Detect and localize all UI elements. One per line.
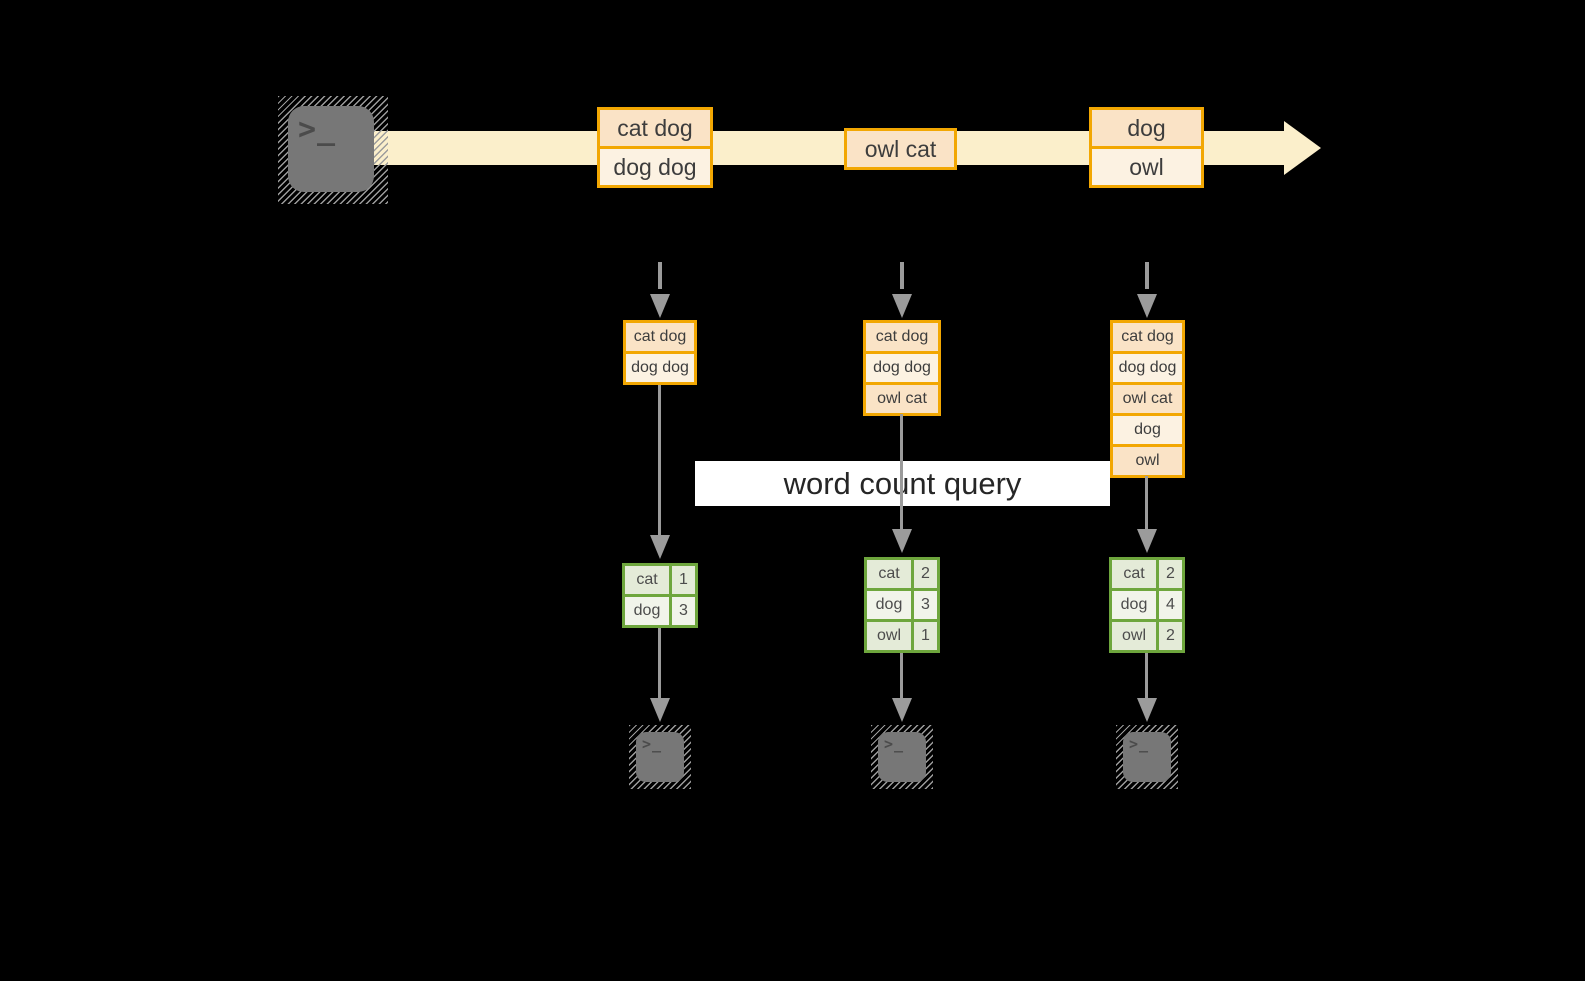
down-arrow-head	[1137, 529, 1157, 553]
down-arrow-line	[900, 653, 903, 700]
terminal-prompt-glyph: >_	[642, 735, 663, 753]
down-arrow-head	[650, 535, 670, 559]
dashed-arrow-segment	[900, 262, 904, 289]
count-table-1: cat 1 dog 3	[622, 563, 698, 628]
count-cell: 3	[672, 597, 695, 625]
event-line: owl cat	[847, 131, 954, 167]
state-row: owl cat	[1113, 385, 1182, 413]
state-stack-1: cat dog dog dog	[623, 320, 697, 385]
down-arrow-head	[1137, 698, 1157, 722]
count-cell: 1	[914, 622, 937, 650]
terminal-prompt-glyph: >_	[884, 735, 905, 753]
down-arrow-head	[892, 698, 912, 722]
state-row: dog dog	[1113, 354, 1182, 382]
state-stack-2: cat dog dog dog owl cat	[863, 320, 941, 416]
count-cell: 2	[914, 560, 937, 588]
state-row: dog dog	[866, 354, 938, 382]
down-arrow-line	[1145, 476, 1148, 531]
word-cell: cat	[867, 560, 911, 588]
stream-event-box-1: cat dog dog dog	[597, 107, 713, 188]
state-row: cat dog	[1113, 323, 1182, 351]
count-table-3: cat 2 dog 4 owl 2	[1109, 557, 1185, 653]
state-row: owl cat	[866, 385, 938, 413]
stream-event-box-3: dog owl	[1089, 107, 1204, 188]
word-cell: dog	[1112, 591, 1156, 619]
state-row: cat dog	[866, 323, 938, 351]
stream-arrow-head	[1284, 121, 1321, 175]
stream-event-box-2: owl cat	[844, 128, 957, 170]
state-row: dog	[1113, 416, 1182, 444]
count-cell: 1	[672, 566, 695, 594]
count-table-2: cat 2 dog 3 owl 1	[864, 557, 940, 653]
state-stack-3: cat dog dog dog owl cat dog owl	[1110, 320, 1185, 478]
event-line: dog dog	[600, 149, 710, 185]
down-arrow-line	[1145, 653, 1148, 700]
state-row: dog dog	[626, 354, 694, 382]
state-row: owl	[1113, 447, 1182, 475]
dashed-arrow-segment	[658, 262, 662, 289]
state-row: cat dog	[626, 323, 694, 351]
dashed-arrow-head	[1137, 294, 1157, 318]
word-cell: cat	[1112, 560, 1156, 588]
sink-terminal-icon-1: >_	[636, 732, 684, 782]
count-cell: 2	[1159, 622, 1182, 650]
event-line: owl	[1092, 149, 1201, 185]
sink-terminal-icon-3: >_	[1123, 732, 1171, 782]
word-cell: owl	[1112, 622, 1156, 650]
dashed-arrow-head	[650, 294, 670, 318]
down-arrow-head	[892, 529, 912, 553]
count-cell: 4	[1159, 591, 1182, 619]
word-cell: dog	[625, 597, 669, 625]
event-line: cat dog	[600, 110, 710, 146]
word-cell: owl	[867, 622, 911, 650]
word-cell: cat	[625, 566, 669, 594]
terminal-prompt-glyph: >_	[298, 112, 337, 147]
sink-terminal-icon-2: >_	[878, 732, 926, 782]
down-arrow-head	[650, 698, 670, 722]
word-cell: dog	[867, 591, 911, 619]
dashed-arrow-segment	[1145, 262, 1149, 289]
down-arrow-line	[658, 628, 661, 700]
event-line: dog	[1092, 110, 1201, 146]
count-cell: 2	[1159, 560, 1182, 588]
count-cell: 3	[914, 591, 937, 619]
down-arrow-line	[658, 385, 661, 537]
dashed-arrow-head	[892, 294, 912, 318]
down-arrow-line	[900, 414, 903, 531]
terminal-prompt-glyph: >_	[1129, 735, 1150, 753]
source-terminal-icon: >_	[288, 106, 374, 192]
